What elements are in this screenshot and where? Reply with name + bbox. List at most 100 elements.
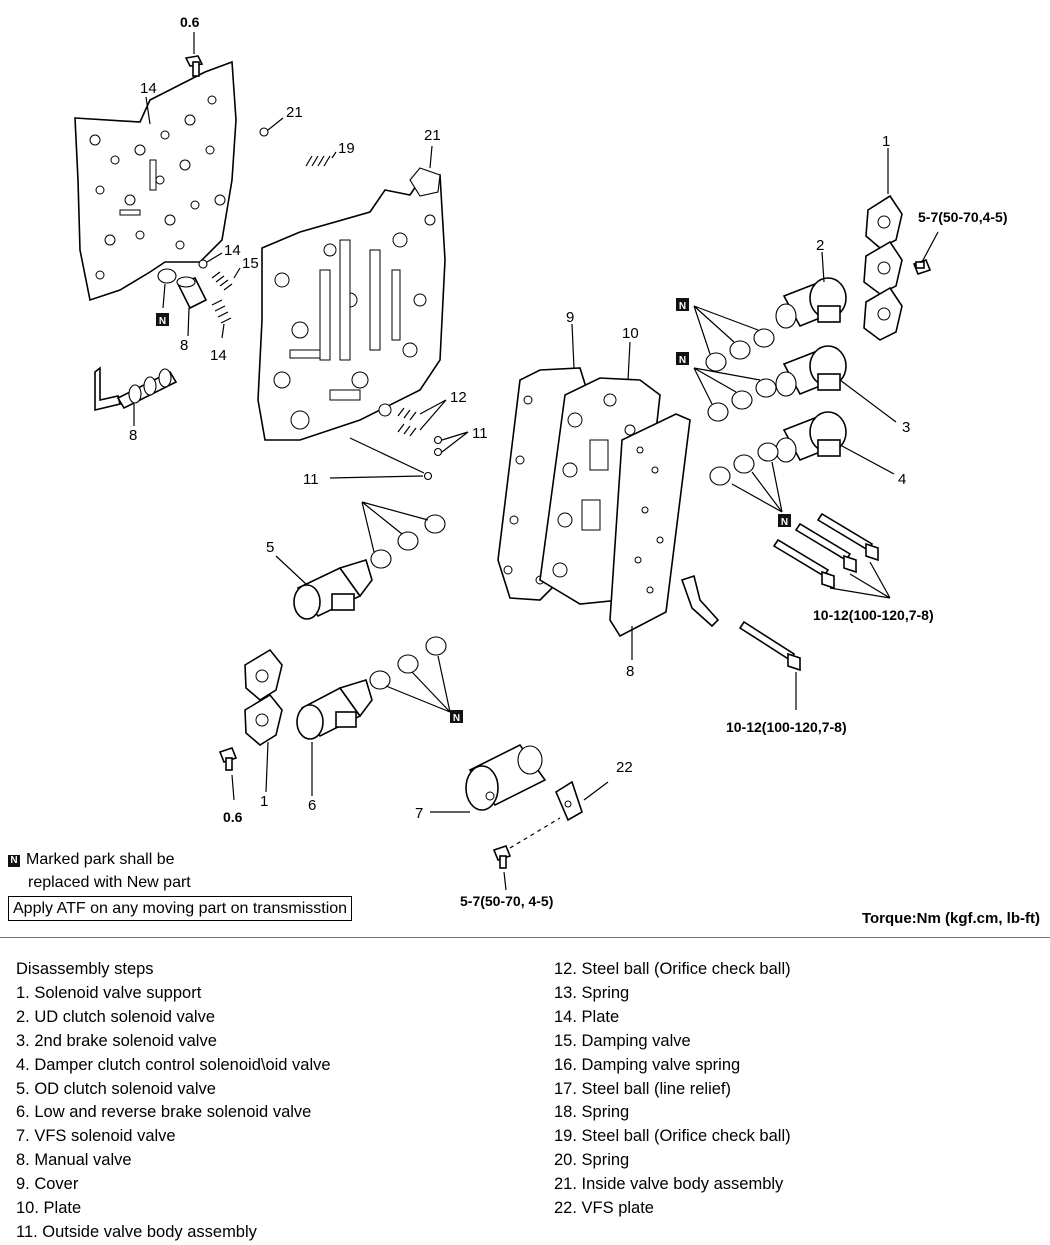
part-1-support-lower — [244, 648, 283, 746]
torque-support-bolt: 0.6 — [223, 809, 243, 825]
callout-19: 21 — [286, 104, 303, 121]
vfs-bolt — [492, 845, 512, 869]
torque-manual-bolt: 10-12(100-120,7-8) — [726, 719, 847, 735]
part-21-inside-valve-body — [257, 167, 446, 441]
step-item: 10. Plate — [16, 1199, 82, 1218]
svg-text:N: N — [679, 301, 686, 312]
callout-11-right: 11 — [472, 425, 488, 442]
step-item: 5. OD clutch solenoid valve — [16, 1079, 216, 1098]
o-rings-5 — [370, 514, 446, 569]
callout-9: 9 — [566, 309, 574, 326]
part-14-plate — [74, 60, 237, 302]
step-item: 1. Solenoid valve support — [16, 983, 202, 1002]
manual-valve-stop — [680, 574, 720, 628]
step-item: 12. Steel ball (Orifice check ball) — [554, 960, 791, 978]
svg-text:N: N — [679, 355, 686, 366]
callout-7: 7 — [415, 805, 423, 822]
part-22-vfs-plate — [554, 780, 583, 822]
part-16-ball — [198, 259, 208, 269]
notes-block: N Marked park shall be replaced with New … — [8, 848, 353, 921]
part-5-od-clutch-solenoid — [293, 558, 373, 620]
callout-1-upper: 1 — [882, 133, 890, 150]
o-ring-15 — [157, 268, 177, 284]
step-item: 2. UD clutch solenoid valve — [16, 1007, 216, 1026]
torque-body-bolts: 10-12(100-120,7-8) — [813, 607, 934, 623]
support-bolt-upper — [912, 259, 932, 275]
callout-2: 2 — [816, 237, 824, 254]
steps-heading: Disassembly steps — [16, 960, 154, 978]
callout-18: 19 — [338, 140, 355, 157]
callout-1-lower: 1 — [260, 793, 268, 810]
note-new-part: N Marked park shall be — [8, 848, 352, 871]
callout-10: 10 — [622, 325, 639, 342]
part-2-ud-clutch-solenoid — [775, 277, 847, 329]
step-item: 6. Low and reverse brake solenoid valve — [16, 1103, 312, 1122]
part-4-damper-clutch-solenoid — [775, 411, 847, 463]
step-item: 4. Damper clutch control solenoid\oid va… — [16, 1055, 331, 1074]
note-line1: Marked park shall be — [26, 851, 175, 868]
step-item: 15. Damping valve — [554, 1031, 691, 1050]
callout-21: 21 — [424, 127, 441, 144]
torque-plate-bolt: 0.6 — [180, 14, 200, 30]
callout-17: 15 — [242, 255, 259, 272]
part-15-damping-valve — [176, 276, 208, 310]
callout-16-top: 14 — [224, 242, 241, 259]
part-17-spring — [211, 271, 233, 291]
part-18-spring — [305, 155, 331, 167]
callout-14: 14 — [140, 80, 157, 97]
new-part-badge-4: N — [778, 514, 791, 528]
part-6-lr-brake-solenoid — [296, 678, 373, 740]
step-item: 22. VFS plate — [554, 1199, 654, 1218]
step-item: 11. Outside valve body assembly — [16, 1222, 257, 1241]
plate-bolt — [184, 55, 204, 77]
part-8-plate-right — [609, 413, 691, 638]
callout-11: 11 — [303, 471, 319, 488]
callout-8-right: 8 — [626, 663, 634, 680]
step-item: 14. Plate — [554, 1007, 620, 1026]
body-bolts — [772, 512, 879, 590]
callout-22: 22 — [616, 759, 633, 776]
o-rings-3 — [707, 378, 777, 422]
part-16-spring — [211, 299, 232, 324]
new-part-badge-2: N — [676, 298, 689, 312]
support-bolt-lower — [218, 747, 238, 771]
step-item: 21. Inside valve body assembly — [554, 1175, 784, 1194]
svg-text:N: N — [159, 316, 166, 327]
o-rings-6 — [369, 636, 447, 690]
new-part-badge-3: N — [676, 352, 689, 366]
new-part-badge: N — [8, 855, 20, 867]
callout-8-left: 8 — [129, 427, 137, 444]
torque-vfs-bolt: 5-7(50-70, 4-5) — [460, 893, 553, 909]
torque-support-bolt-right: 5-7(50-70,4-5) — [918, 209, 1008, 225]
callout-15: 8 — [180, 337, 188, 354]
manual-valve-bolt — [738, 620, 801, 672]
part-11-ball-a — [433, 435, 443, 445]
steps-left-column: Disassembly steps 1. Solenoid valve supp… — [16, 958, 331, 1245]
part-12-springs — [397, 407, 417, 437]
part-19-steel-ball — [259, 127, 269, 137]
callout-12: 12 — [450, 389, 467, 406]
step-item: 7. VFS solenoid valve — [16, 1127, 176, 1146]
divider — [0, 937, 1050, 938]
step-item: 19. Steel ball (Orifice check ball) — [554, 1127, 791, 1146]
callout-3: 3 — [902, 419, 910, 436]
svg-text:N: N — [453, 713, 460, 724]
part-3-2nd-brake-solenoid — [775, 345, 847, 397]
callout-16: 14 — [210, 347, 227, 364]
step-item: 20. Spring — [554, 1151, 630, 1170]
atf-note: Apply ATF on any moving part on transmis… — [8, 896, 353, 921]
note-line2: replaced with New part — [28, 874, 191, 891]
steps-right-column: 12. Steel ball (Orifice check ball) 13. … — [554, 958, 791, 1221]
o-rings-4 — [709, 442, 779, 486]
step-item: 18. Spring — [554, 1103, 630, 1122]
part-8-manual-valve — [94, 366, 178, 412]
callout-6: 6 — [308, 797, 316, 814]
new-part-badge-6: N — [450, 710, 463, 724]
step-item: 13. Spring — [554, 983, 630, 1002]
exploded-view-diagram: 14 0.6 21 19 N 8 14 15 14 — [74, 14, 1008, 909]
step-item: 9. Cover — [16, 1175, 79, 1194]
part-11-ball-c — [423, 471, 433, 481]
new-part-badge-15: N — [156, 313, 169, 327]
step-item: 17. Steel ball (line relief) — [554, 1079, 732, 1098]
svg-text:N: N — [781, 517, 788, 528]
